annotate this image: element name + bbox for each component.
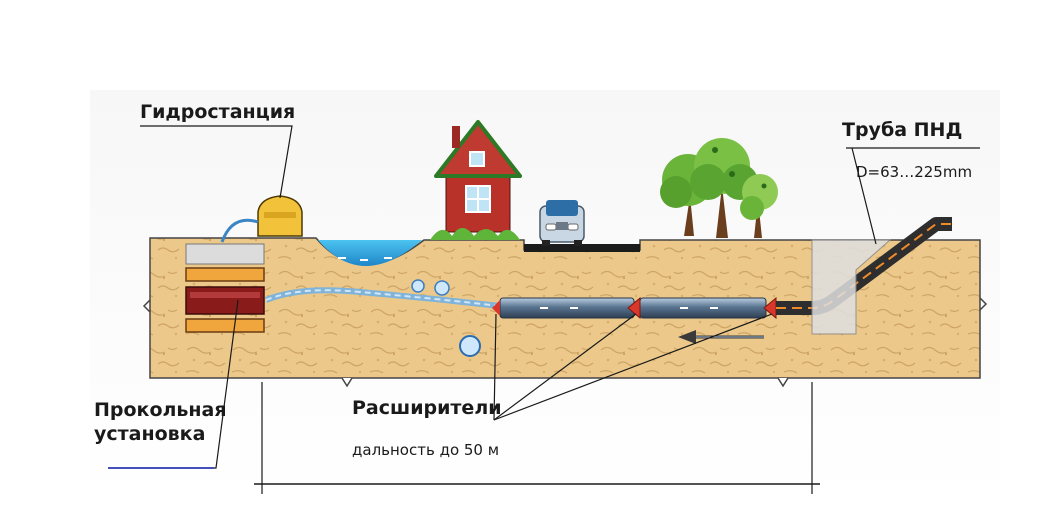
trees-icon (660, 138, 778, 238)
puncture-rig-line2: установка (94, 423, 206, 445)
pipe-title-label: Труба ПНД (842, 119, 963, 141)
range-label: дальность до 50 м (352, 441, 500, 459)
hydro-station-label: Гидростанция (140, 101, 296, 123)
expanded-pipe (499, 297, 767, 319)
car-icon (539, 200, 585, 246)
pipe-leader-line (846, 147, 980, 245)
direction-arrow-icon (678, 330, 764, 344)
road-surface (524, 244, 640, 252)
pipe-diameter-label: D=63…225mm (856, 163, 973, 181)
expanders-leader-lines (493, 313, 773, 421)
puncture-rig-label: Прокольная установка (94, 398, 227, 446)
pond-icon (318, 240, 422, 266)
house-icon (430, 120, 522, 240)
range-dimension (254, 382, 820, 494)
drill-rig-icon (185, 267, 265, 333)
hydro-leader-line (140, 125, 293, 199)
puncture-rig-line1: Прокольная (94, 399, 227, 421)
expanders-label: Расширители (352, 397, 502, 419)
